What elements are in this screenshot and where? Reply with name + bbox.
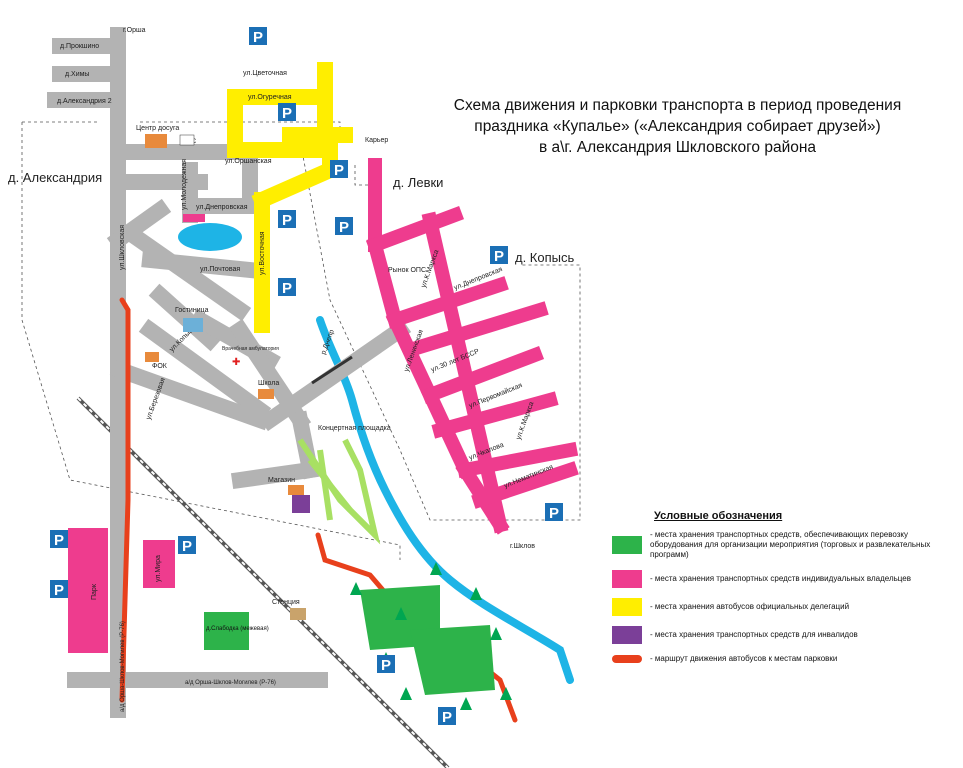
legend-swatch: [612, 598, 642, 616]
label-dneprovskaya: ул.Днепровская: [196, 204, 248, 211]
legend-swatch: [612, 536, 642, 554]
green-roads: [297, 438, 381, 545]
parking-sign: P: [278, 103, 296, 122]
legend-swatch: [612, 655, 642, 663]
svg-text:P: P: [182, 538, 192, 555]
legend-item: - места хранения транспортных средств дл…: [612, 626, 942, 644]
map-legend: Условные обозначения - места хранения тр…: [612, 510, 942, 674]
label-pochtovaya: ул.Почтовая: [200, 266, 240, 273]
legend-item: - места хранения автобусов официальных д…: [612, 598, 942, 616]
building-icons: ✚: [145, 134, 306, 620]
label-fok: ФОК: [152, 363, 168, 370]
legend-text: - места хранения транспортных средств, о…: [650, 530, 931, 559]
label-levki: д. Левки: [393, 175, 443, 190]
label-alexandria: д. Александрия: [8, 170, 102, 185]
label-hotel: Гостиница: [175, 307, 209, 314]
label-highway2: а/д Орша-Шклов-Могилев (Р-76): [185, 680, 276, 686]
label-market: Рынок ОПС: [388, 267, 426, 274]
svg-text:P: P: [54, 532, 64, 549]
label-shop: Магазин: [268, 477, 295, 484]
legend-text: - маршрут движения автобусов к местам па…: [650, 654, 838, 663]
label-vostochnaya: ул.Восточная: [259, 231, 266, 275]
legend-text: - места хранения транспортных средств дл…: [650, 630, 858, 639]
label-alexandria2: д.Александрия 2: [57, 98, 112, 105]
parking-sign: P: [545, 503, 563, 522]
legend-item: - маршрут движения автобусов к местам па…: [612, 654, 942, 664]
label-khimy: д.Химы: [65, 71, 89, 78]
parking-sign: P: [490, 246, 508, 265]
bridge: [311, 355, 353, 385]
legend-swatch: [612, 626, 642, 644]
parking-signs: P P P P P P P P P P P P P: [50, 27, 563, 726]
pink-parking-blocks: [68, 214, 205, 653]
parking-sign: P: [278, 210, 296, 229]
label-sloboda: д.Слабодка (межевая): [206, 626, 269, 632]
title-line-3: в а\г. Александрия Шкловского района: [538, 139, 817, 156]
map-title: Схема движения и парковки транспорта в п…: [405, 95, 950, 158]
parking-sign: P: [278, 278, 296, 297]
parking-sign: P: [335, 217, 353, 236]
label-station: Станция: [272, 599, 300, 606]
label-orsha: г.Орша: [123, 27, 146, 34]
label-highway1: а/д Орша-Шклов-Могилев (Р-76): [120, 621, 126, 712]
svg-text:P: P: [549, 505, 559, 522]
label-orshanskaya: ул.Оршанская: [225, 158, 272, 165]
label-shklov: г.Шклов: [510, 543, 535, 550]
label-molodezhnaya: ул.Молодежная: [181, 159, 188, 210]
parking-sign: P: [330, 160, 348, 179]
roads: [47, 27, 412, 718]
parking-sign: P: [377, 655, 395, 674]
label-shklovskaya: ул.Шкловская: [119, 225, 126, 270]
legend-heading: Условные обозначения: [654, 510, 783, 522]
label-park: Парк: [91, 583, 98, 600]
svg-text:P: P: [282, 105, 292, 122]
river-dnepr: [316, 316, 574, 684]
label-karier: Карьер: [365, 137, 388, 144]
parking-sign: P: [438, 707, 456, 726]
railway: [76, 396, 450, 768]
svg-text:P: P: [253, 29, 263, 46]
label-mira: ул.Мира: [155, 555, 162, 582]
svg-text:P: P: [282, 212, 292, 229]
label-culture: Центр досуга: [136, 125, 179, 132]
svg-text:P: P: [494, 248, 504, 265]
label-proshchino: д.Прокшино: [60, 43, 99, 50]
legend-text: - места хранения автобусов официальных д…: [650, 602, 850, 611]
parking-sign: P: [178, 536, 196, 555]
title-line-1: Схема движения и парковки транспорта в п…: [453, 97, 902, 114]
parking-sign: P: [249, 27, 267, 46]
label-concert: Концертная площадка: [318, 425, 391, 432]
label-clinic: Врачебная амбулатория: [222, 346, 279, 352]
legend-item: - места хранения транспортных средств ин…: [612, 570, 942, 588]
hospital-cross-icon: ✚: [232, 357, 240, 368]
title-line-2: праздника «Купалье» («Александрия собира…: [474, 118, 881, 135]
label-kopys: д. Копысь: [515, 250, 574, 265]
pond: [178, 223, 242, 251]
label-school: Школа: [258, 380, 279, 387]
svg-text:P: P: [282, 280, 292, 297]
pink-parking-roads: [365, 158, 579, 535]
svg-text:P: P: [381, 657, 391, 674]
disabled-parking-area: [292, 495, 310, 513]
legend-item: - места хранения транспортных средств, о…: [612, 530, 942, 560]
label-ogurechnaya: ул.Огуречная: [248, 94, 292, 101]
svg-text:P: P: [54, 582, 64, 599]
label-tsvetochnaya: ул.Цветочная: [243, 70, 287, 77]
svg-text:P: P: [442, 709, 452, 726]
parking-sign: P: [50, 580, 68, 599]
parking-sign: P: [50, 530, 68, 549]
svg-text:P: P: [334, 162, 344, 179]
legend-swatch: [612, 570, 642, 588]
legend-text: - места хранения транспортных средств ин…: [650, 574, 911, 583]
legend-items: - места хранения транспортных средств, о…: [612, 530, 942, 664]
svg-text:P: P: [339, 219, 349, 236]
